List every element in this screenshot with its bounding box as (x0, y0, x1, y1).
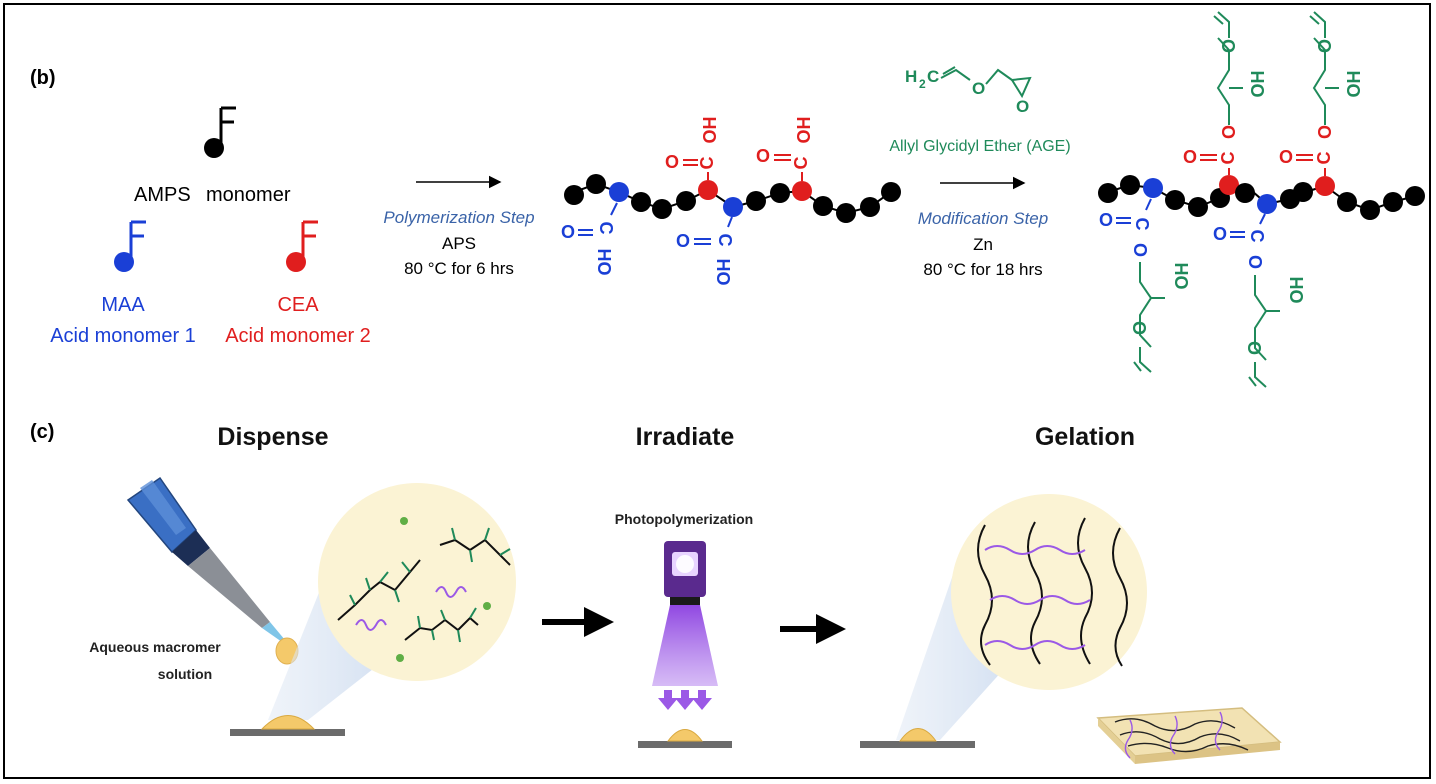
svg-text:OH: OH (794, 117, 814, 144)
svg-text:O: O (665, 152, 679, 172)
crosslinker-dot (400, 517, 408, 525)
cooh-group-2: C O OH (756, 117, 814, 181)
substrate-3 (860, 741, 975, 748)
svg-text:O: O (972, 79, 985, 98)
modification-reagent: Zn (973, 235, 993, 254)
svg-text:C: C (1314, 152, 1334, 165)
svg-text:O: O (1130, 243, 1150, 257)
cea-name: CEA (277, 294, 319, 316)
macromer-solution-circle (318, 483, 516, 681)
cea-desc: Acid monomer 2 (225, 325, 371, 347)
svg-text:C: C (715, 234, 735, 247)
maa-cooh-group-1: C O HO (561, 202, 618, 276)
svg-text:O: O (756, 146, 770, 166)
svg-text:O: O (1245, 341, 1265, 355)
ester-group-3: C O O OH O (1099, 198, 1192, 373)
svg-text:O: O (1016, 97, 1029, 116)
irradiate-heading: Irradiate (636, 423, 735, 451)
svg-text:C: C (1247, 230, 1267, 243)
pipette-icon (126, 476, 285, 642)
svg-text:O: O (1213, 224, 1227, 244)
hydrogel-network (977, 517, 1128, 667)
maa-desc: Acid monomer 1 (50, 325, 196, 347)
age-name: Allyl Glycidyl Ether (AGE) (889, 138, 1070, 155)
ester-group-2: C O O OH O (1279, 11, 1364, 176)
figure-frame (3, 3, 1431, 779)
maa-name: MAA (101, 294, 145, 316)
svg-text:O: O (1315, 125, 1335, 139)
svg-text:C: C (927, 67, 939, 86)
svg-text:O: O (676, 231, 690, 251)
polymerization-reagent: APS (442, 234, 476, 253)
ester-group-1: C O O OH O (1183, 11, 1268, 175)
gelation-heading: Gelation (1035, 423, 1135, 451)
polymerization-conditions: 80 °C for 6 hrs (404, 259, 514, 278)
svg-text:HO: HO (713, 259, 733, 286)
crosslinker-dot (483, 602, 491, 610)
svg-text:OH: OH (1248, 71, 1268, 98)
panel-b-label: (b) (30, 67, 56, 89)
substrate-2 (638, 741, 732, 748)
svg-text:OH: OH (700, 117, 720, 144)
svg-text:O: O (1099, 210, 1113, 230)
svg-text:O: O (561, 222, 575, 242)
age-structure: H 2 C O O (905, 66, 1032, 116)
aqueous-label-line1: Aqueous macromer (89, 639, 221, 655)
amps-suffix: monomer (206, 184, 291, 206)
sessile-drop-2 (667, 729, 703, 742)
hydrogel-slab-icon (1096, 707, 1282, 764)
copolymer-backbone (564, 174, 901, 223)
amps-name: AMPS (134, 184, 191, 206)
substrate-1 (230, 729, 345, 736)
svg-text:O: O (1279, 147, 1293, 167)
uv-arrows (658, 690, 712, 710)
macromer-chains (337, 527, 511, 643)
svg-text:C: C (697, 157, 717, 170)
hydrogel-network-circle (951, 494, 1147, 690)
svg-text:OH: OH (1287, 277, 1307, 304)
sessile-drop-3 (899, 728, 937, 742)
amps-monomer-icon (202, 106, 238, 160)
svg-text:C: C (1132, 218, 1152, 231)
modification-step-title: Modification Step (918, 209, 1048, 228)
svg-text:O: O (1245, 255, 1265, 269)
sessile-drop-1 (260, 715, 316, 730)
uv-beam (652, 605, 718, 686)
svg-text:OH: OH (1172, 263, 1192, 290)
photopolymerization-label: Photopolymerization (615, 511, 753, 527)
panel-c-label: (c) (30, 421, 54, 443)
crosslinker-dot (396, 654, 404, 662)
maa-cooh-group-2: C O HO (676, 216, 735, 286)
svg-text:O: O (1315, 39, 1335, 53)
svg-text:O: O (1130, 321, 1150, 335)
cooh-group-1: C O OH (665, 117, 720, 180)
svg-text:OH: OH (1344, 71, 1364, 98)
svg-text:C: C (1218, 152, 1238, 165)
svg-text:C: C (596, 222, 616, 235)
svg-text:O: O (1219, 125, 1239, 139)
svg-text:O: O (1183, 147, 1197, 167)
maa-monomer-icon (112, 220, 148, 274)
modification-conditions: 80 °C for 18 hrs (923, 260, 1042, 279)
polymerization-step-title: Polymerization Step (383, 208, 534, 227)
svg-text:H: H (905, 67, 917, 86)
ester-group-4: C O O OH O (1213, 213, 1307, 388)
cea-monomer-icon (284, 220, 320, 274)
svg-text:C: C (791, 157, 811, 170)
aqueous-label-line2: solution (158, 666, 212, 682)
svg-text:HO: HO (594, 249, 614, 276)
modified-copolymer-backbone (1098, 175, 1425, 220)
dispense-heading: Dispense (217, 423, 328, 451)
svg-text:O: O (1219, 39, 1239, 53)
uv-lamp-icon (664, 541, 706, 605)
svg-text:2: 2 (919, 77, 926, 91)
